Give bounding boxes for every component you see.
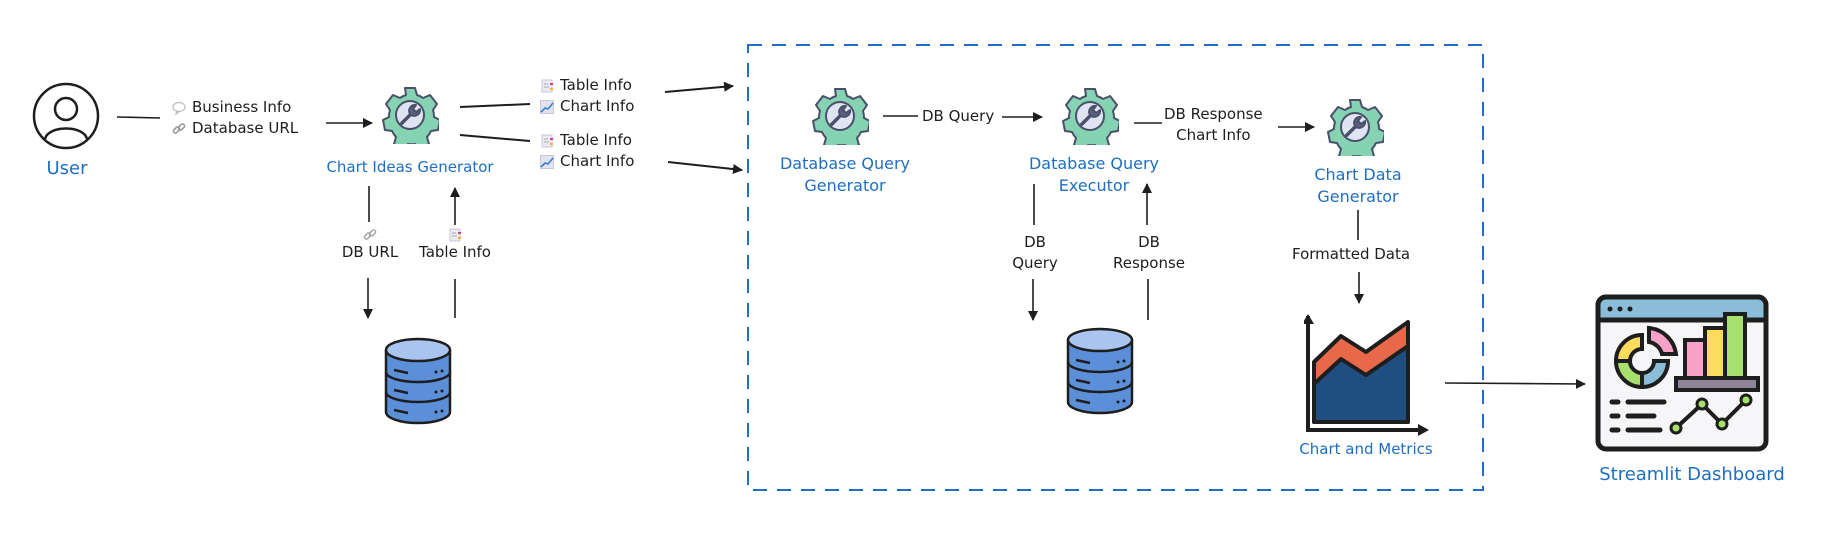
edge-label-db-to-ideas: Table Info bbox=[410, 228, 500, 263]
edge-label-gen-to-exec: DB Query bbox=[922, 107, 995, 125]
database-query-executor-node[interactable] bbox=[1061, 87, 1121, 151]
chart-info-text: Chart Info bbox=[560, 97, 635, 115]
edge-label-exec-to-chartgen: DB Response Chart Info bbox=[1164, 105, 1263, 144]
database-icon bbox=[1066, 327, 1134, 415]
edge-label-user-to-ideas: Business Info Database URL bbox=[172, 97, 298, 139]
edge-label-chartgen-to-chart: Formatted Data bbox=[1292, 245, 1411, 263]
link-icon bbox=[363, 229, 377, 240]
database-icon bbox=[384, 337, 452, 425]
pipeline-group-border bbox=[747, 44, 1484, 491]
edge-user-line bbox=[116, 116, 161, 119]
area-chart-icon bbox=[1302, 314, 1429, 436]
database-query-generator-node[interactable] bbox=[811, 87, 871, 151]
edge-label-ideas-to-db: DB URL bbox=[336, 228, 404, 263]
database-node-2[interactable] bbox=[1066, 326, 1134, 416]
line-chart-icon bbox=[540, 99, 554, 114]
database-url-text: Database URL bbox=[192, 119, 299, 137]
streamlit-dashboard-node[interactable] bbox=[1592, 292, 1772, 454]
edge-label-ideas-lower: Table Info Chart Info bbox=[540, 130, 634, 172]
business-info-text: Business Info bbox=[192, 98, 292, 116]
streamlit-dashboard-label: Streamlit Dashboard bbox=[1599, 464, 1785, 485]
user-node[interactable] bbox=[32, 82, 100, 150]
gear-wrench-icon bbox=[1327, 99, 1386, 162]
chart-and-metrics-node[interactable] bbox=[1302, 314, 1430, 436]
edge-label-db-to-exec: DB Response bbox=[1112, 233, 1186, 272]
dashboard-icon bbox=[1595, 294, 1769, 452]
link-icon bbox=[172, 122, 186, 134]
document-icon bbox=[541, 79, 553, 92]
speech-bubble-icon bbox=[172, 101, 186, 115]
document-icon bbox=[449, 228, 461, 242]
user-label: User bbox=[46, 158, 88, 179]
gear-wrench-icon bbox=[382, 87, 441, 150]
chart-ideas-generator-node[interactable] bbox=[381, 86, 441, 150]
chart-info-text: Chart Info bbox=[560, 152, 635, 170]
table-info-text: Table Info bbox=[419, 243, 491, 261]
gear-wrench-icon bbox=[812, 88, 871, 151]
database-node-1[interactable] bbox=[384, 336, 452, 426]
database-query-generator-label: Database Query Generator bbox=[779, 154, 911, 195]
edge-label-ideas-upper: Table Info Chart Info bbox=[540, 75, 634, 117]
edge-ideas-lower-line bbox=[459, 134, 531, 142]
edge-ideas-lower-arrow bbox=[667, 161, 743, 175]
document-icon bbox=[541, 134, 553, 147]
line-chart-icon bbox=[540, 154, 554, 169]
db-url-text: DB URL bbox=[341, 243, 399, 261]
chart-data-generator-label: Chart Data Generator bbox=[1314, 165, 1402, 206]
edge-ideas-upper-line bbox=[459, 103, 531, 108]
chart-and-metrics-label: Chart and Metrics bbox=[1299, 440, 1433, 458]
table-info-text: Table Info bbox=[560, 131, 632, 149]
chart-ideas-generator-label: Chart Ideas Generator bbox=[326, 158, 494, 176]
edge-label-exec-to-db: DB Query bbox=[1012, 233, 1058, 272]
user-icon bbox=[32, 82, 100, 150]
database-query-executor-label: Database Query Executor bbox=[1028, 154, 1160, 195]
chart-data-generator-node[interactable] bbox=[1326, 98, 1386, 162]
gear-wrench-icon bbox=[1062, 88, 1121, 151]
edge-ideas-upper-arrow bbox=[664, 81, 734, 93]
table-info-text: Table Info bbox=[560, 76, 632, 94]
edge-chart-dashboard-arrow bbox=[1444, 378, 1586, 389]
